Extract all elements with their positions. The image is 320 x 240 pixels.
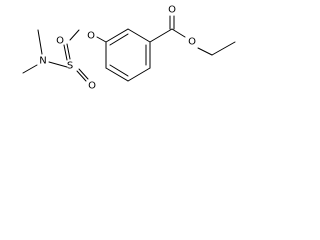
bond-o-aryl xyxy=(96,36,107,43)
ring-bond-1 xyxy=(105,28,129,43)
bond-s-o-right-b xyxy=(78,68,89,80)
bond-aryl-carbonyl xyxy=(149,28,173,43)
bond-n-s xyxy=(48,61,68,68)
bond-s-o-left xyxy=(69,29,80,41)
atom-sulfur: S xyxy=(67,61,73,72)
bond-methyl-bottom-n xyxy=(22,64,38,74)
bond-s-o-right-a xyxy=(76,70,87,82)
bond-methyl-top-n xyxy=(37,29,43,55)
bond-c-o-ester xyxy=(171,28,186,38)
atom-oxygen-carbonyl: O xyxy=(168,5,176,16)
atom-oxygen-ester-left: O xyxy=(87,31,95,42)
atom-oxygen-ester-right: O xyxy=(188,37,196,48)
structure-diagram: N S O O O O O xyxy=(22,5,236,92)
bond-ch2-ch3 xyxy=(211,41,236,56)
ring-double-1 xyxy=(109,33,129,46)
ring-bond-5 xyxy=(105,67,129,82)
ring-bond-4 xyxy=(127,67,151,82)
ring-double-3 xyxy=(109,64,129,77)
bond-o-ch2 xyxy=(197,47,213,56)
bond-s-o-top-a xyxy=(63,44,68,61)
ring-bond-2 xyxy=(127,28,151,43)
atom-oxygen-sulfonyl-right: O xyxy=(88,81,96,92)
atom-oxygen-sulfonyl-top: O xyxy=(56,36,64,47)
bond-s-o-top-b xyxy=(66,43,71,60)
atom-nitrogen: N xyxy=(39,56,46,67)
